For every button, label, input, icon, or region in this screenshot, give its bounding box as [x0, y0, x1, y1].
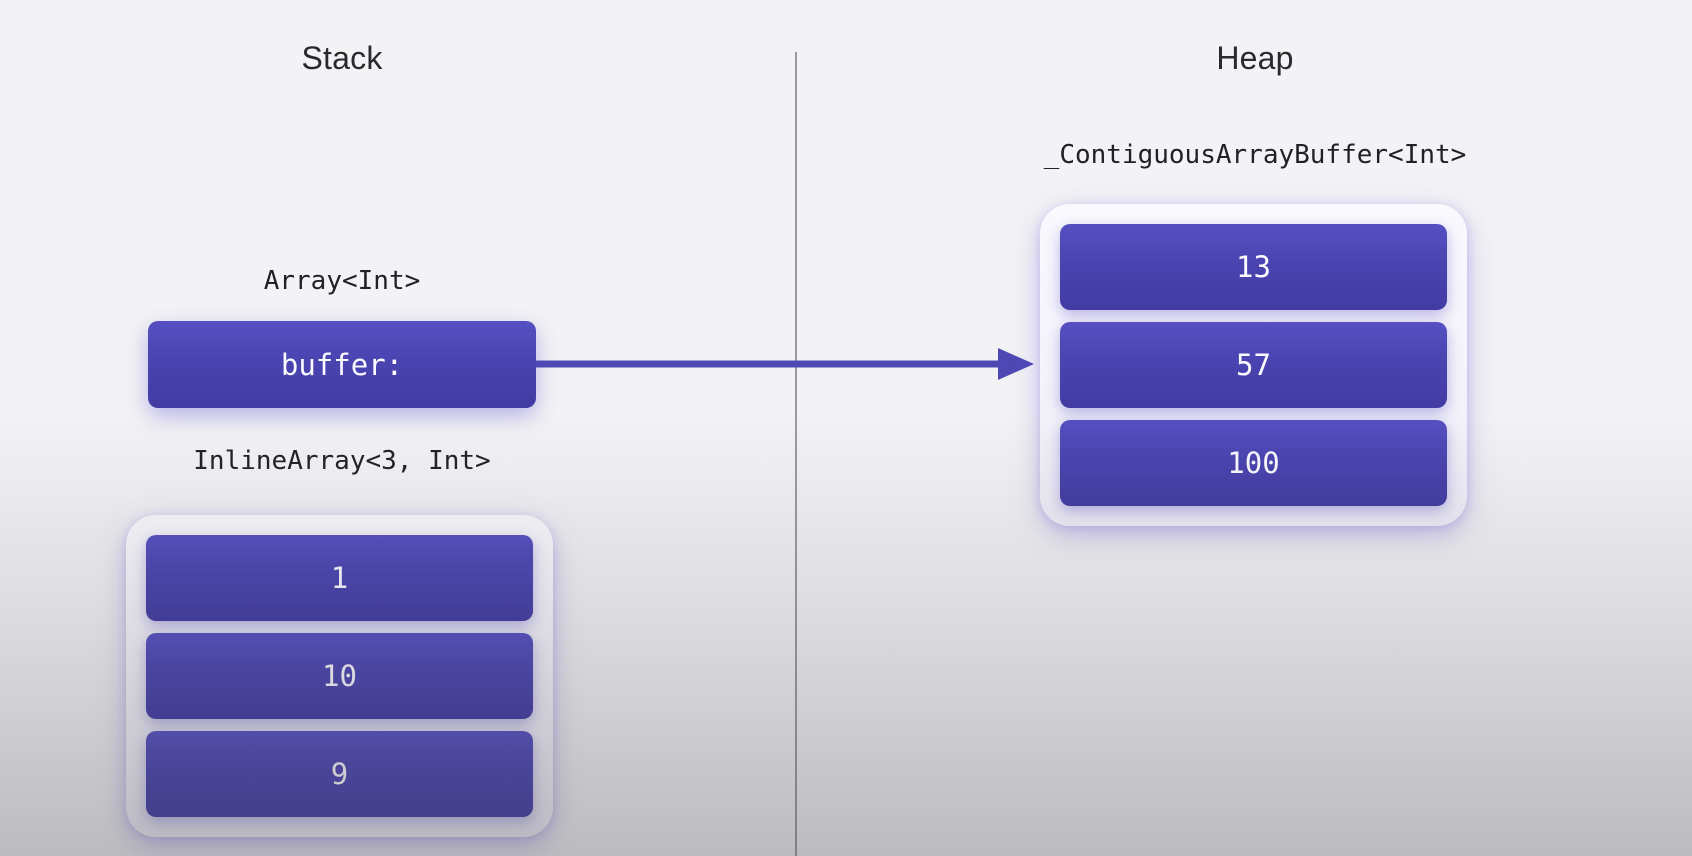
- buffer-pointer-arrow: [536, 348, 1034, 380]
- stack-heap-divider: [795, 52, 797, 856]
- heap-buffer-type-label: _ContiguousArrayBuffer<Int>: [1043, 140, 1467, 170]
- heap-value-box: 57: [1060, 322, 1447, 408]
- heap-buffer-container: 13 57 100: [1040, 204, 1467, 526]
- heap-column-title: Heap: [1216, 40, 1294, 76]
- array-buffer-field-box: buffer:: [148, 321, 536, 408]
- heap-value-label: 100: [1227, 446, 1280, 480]
- inline-array-container: 1 10 9: [126, 515, 553, 837]
- heap-value-box: 100: [1060, 420, 1447, 506]
- stack-column-title: Stack: [301, 40, 383, 76]
- inline-array-type-label: InlineArray<3, Int>: [193, 446, 491, 476]
- heap-value-label: 57: [1236, 348, 1271, 382]
- inline-array-value-box: 10: [146, 633, 533, 719]
- inline-array-value-label: 1: [330, 561, 349, 595]
- inline-array-value-box: 9: [146, 731, 533, 817]
- array-type-label: Array<Int>: [263, 266, 421, 296]
- inline-array-value-label: 10: [322, 659, 357, 693]
- heap-value-label: 13: [1236, 250, 1271, 284]
- buffer-field-label: buffer:: [280, 347, 404, 382]
- inline-array-value-box: 1: [146, 535, 533, 621]
- inline-array-value-label: 9: [330, 757, 349, 791]
- heap-value-box: 13: [1060, 224, 1447, 310]
- arrow-head: [998, 348, 1034, 380]
